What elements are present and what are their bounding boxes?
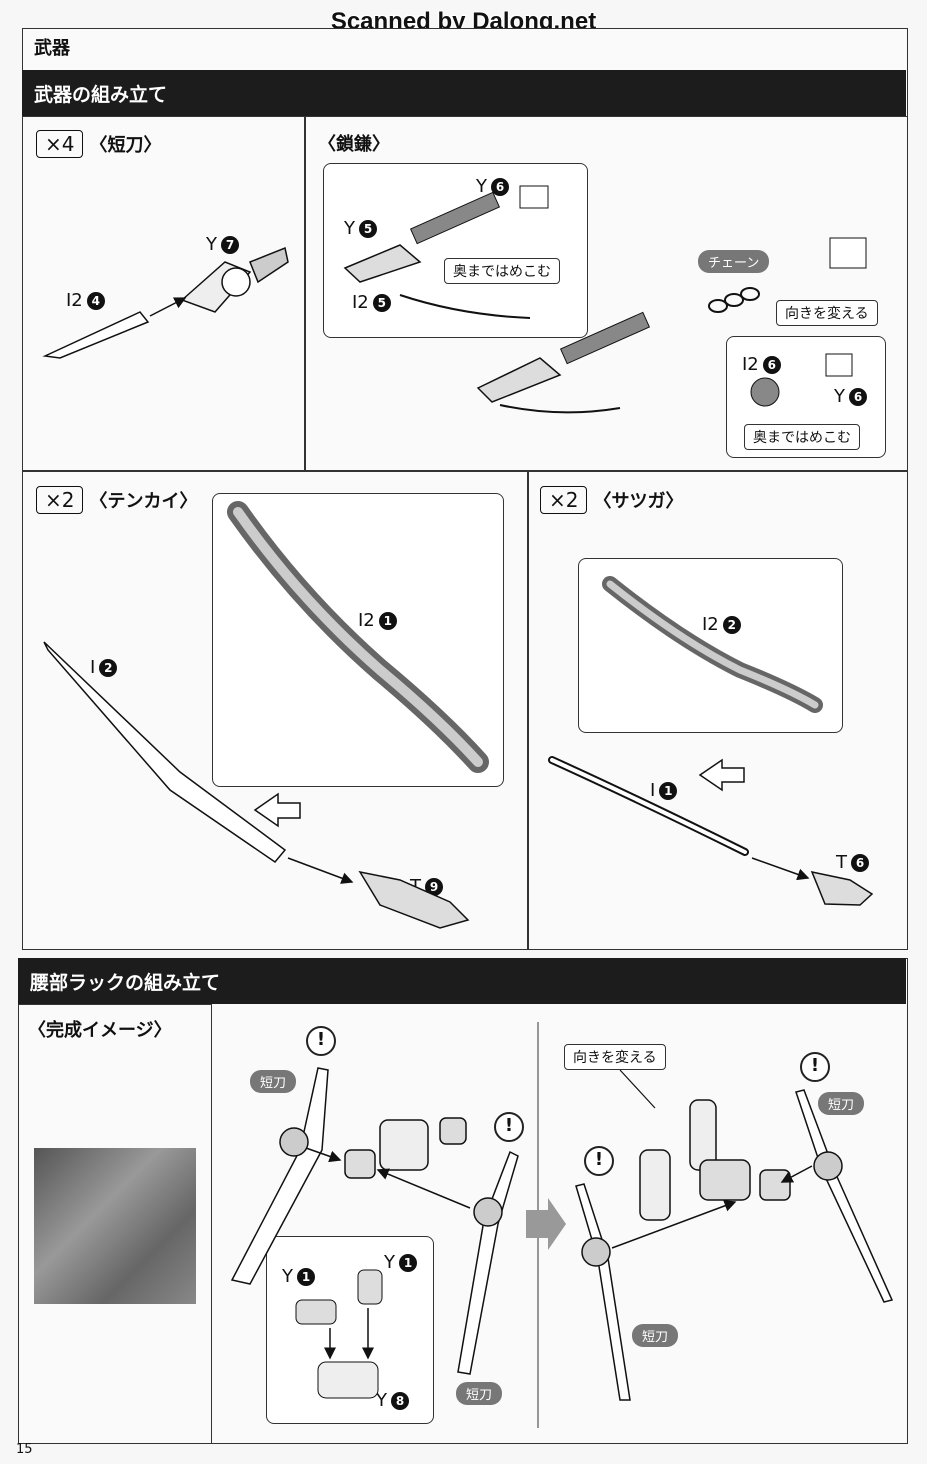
tanto-label-4: 短刀: [632, 1324, 679, 1347]
kusarigama-name: 〈鎖鎌〉: [318, 134, 390, 155]
tanto-header: ×4 〈短刀〉: [36, 130, 161, 158]
satsuga-header: ×2 〈サツガ〉: [540, 486, 683, 514]
tanto-name: 〈短刀〉: [89, 135, 162, 156]
complete-image-title: 〈完成イメージ〉: [28, 1020, 172, 1041]
warning-icon-4: !: [584, 1146, 614, 1176]
turn-callout-2: 向きを変える: [564, 1044, 666, 1070]
weapons-assembly-bar: 武器の組み立て: [22, 70, 906, 116]
tanto-label-3: 短刀: [818, 1092, 865, 1115]
warning-icon-1: !: [306, 1026, 336, 1056]
page-number: 15: [16, 1442, 33, 1457]
complete-image-panel: [18, 1004, 212, 1444]
push-in-callout-2: 奥まではめこむ: [744, 424, 860, 450]
satsuga-name: 〈サツガ〉: [593, 491, 684, 512]
tanto-panel: [22, 116, 306, 472]
tenkai-qty: ×2: [36, 486, 84, 514]
turn-callout: 向きを変える: [776, 300, 878, 326]
tenkai-panel: [22, 470, 529, 950]
chain-label: チェーン: [698, 250, 770, 273]
complete-image-photo: [34, 1148, 196, 1304]
tanto-label-2: 短刀: [456, 1382, 503, 1405]
push-in-callout-1: 奥まではめこむ: [444, 258, 560, 284]
warning-icon-2: !: [494, 1112, 524, 1142]
kusarigama-panel: [304, 116, 908, 472]
waist-rack-assembly-bar: 腰部ラックの組み立て: [18, 958, 906, 1004]
warning-icon-3: !: [800, 1052, 830, 1082]
tanto-qty: ×4: [36, 130, 84, 158]
tenkai-header: ×2 〈テンカイ〉: [36, 486, 197, 514]
tanto-label-1: 短刀: [250, 1070, 297, 1093]
satsuga-panel: [527, 470, 908, 950]
satsuga-qty: ×2: [540, 486, 588, 514]
tenkai-name: 〈テンカイ〉: [89, 491, 198, 512]
section-title: 武器: [34, 38, 70, 59]
